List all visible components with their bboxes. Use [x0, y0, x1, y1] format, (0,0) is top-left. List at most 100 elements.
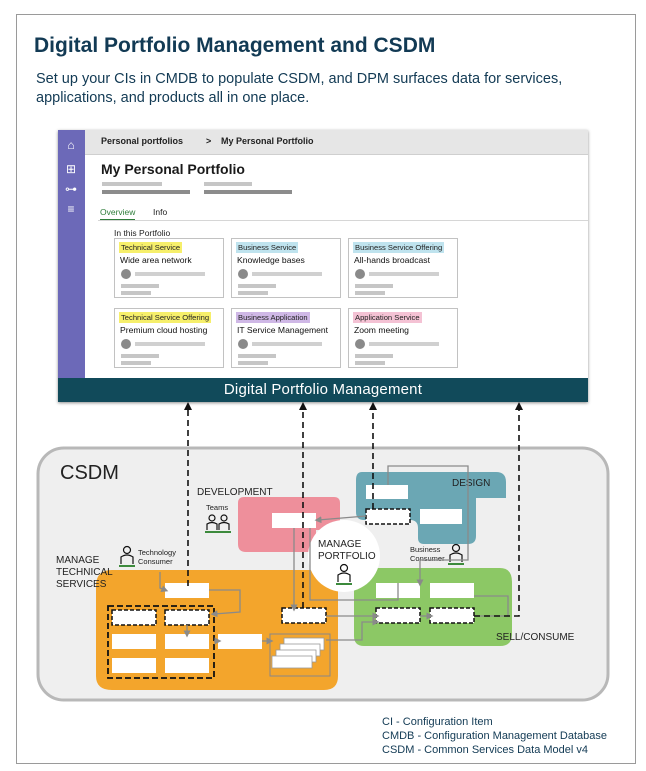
- tech-services-group: [107, 605, 215, 679]
- avatar-icon: [238, 339, 248, 349]
- tech-consumer-label-2: Consumer: [138, 557, 173, 566]
- cmdb-sheet: [271, 655, 313, 669]
- tech-ci-box: [165, 658, 209, 673]
- manage-label-1: MANAGE: [56, 555, 100, 566]
- placeholder-line: [121, 284, 159, 288]
- tech-ci-box: [165, 634, 209, 649]
- avatar-icon: [355, 339, 365, 349]
- section-label: In this Portfolio: [114, 228, 171, 238]
- business-consumer-icon: [448, 543, 464, 565]
- business-consumer-label-1: Business: [410, 545, 441, 554]
- placeholder-line: [238, 361, 268, 365]
- page-subtitle: Set up your CIs in CMDB to populate CSDM…: [36, 71, 563, 106]
- card-name: Knowledge bases: [237, 255, 305, 265]
- connector: [474, 595, 509, 617]
- teams-icon: [205, 514, 231, 533]
- card-tag: Technical Service Offering: [119, 312, 212, 323]
- tab-info[interactable]: Info: [153, 207, 168, 217]
- technology-consumer-icon: [119, 545, 135, 567]
- dpm-bar: Digital Portfolio Management: [58, 378, 588, 402]
- manage-label-2: TECHNICAL: [56, 567, 113, 578]
- manage-label-3: SERVICES: [56, 579, 107, 590]
- legend-cmdb: CMDB - Configuration Management Database: [382, 730, 608, 742]
- tab-divider: [98, 220, 588, 221]
- placeholder-line: [135, 342, 205, 346]
- tech-ci-box-dashed: [111, 609, 157, 626]
- breadcrumb-separator: >: [206, 136, 212, 146]
- connector: [387, 465, 469, 587]
- portfolio-title: My Personal Portfolio: [101, 161, 245, 177]
- placeholder-line: [355, 354, 393, 358]
- tech-ci-box: [165, 583, 209, 598]
- tech-ci-box-dashed: [164, 609, 210, 626]
- card-name: IT Service Management: [237, 325, 329, 335]
- tech-consumer-label-1: Technology: [138, 548, 176, 557]
- sell-consume-region: [354, 568, 512, 646]
- portfolio-card[interactable]: Business Application IT Service Manageme…: [231, 308, 341, 368]
- manage-portfolio-label-1: MANAGE: [318, 539, 362, 550]
- tech-ci-box: [218, 634, 262, 649]
- card-name: Wide area network: [120, 255, 192, 265]
- card-tag: Business Application: [236, 312, 310, 323]
- connector: [309, 528, 399, 601]
- home-icon[interactable]: ⌂: [67, 138, 75, 152]
- manage-portfolio-circle: [308, 520, 380, 592]
- placeholder-line: [252, 272, 322, 276]
- placeholder-line: [135, 272, 205, 276]
- sell-ci-box-dashed: [375, 607, 421, 624]
- sell-ci-box: [430, 583, 474, 598]
- card-name: Zoom meeting: [354, 325, 409, 335]
- connector: [314, 515, 367, 524]
- placeholder-line: [238, 291, 268, 295]
- portfolio-ci-box-dashed: [281, 607, 327, 624]
- avatar-icon: [121, 269, 131, 279]
- sell-consume-label: SELL/CONSUME: [496, 632, 575, 643]
- placeholder-line: [121, 361, 151, 365]
- avatar-icon: [121, 339, 131, 349]
- placeholder-line: [102, 190, 190, 194]
- portfolio-card[interactable]: Business Service Knowledge bases: [231, 238, 341, 298]
- portfolio-card[interactable]: Technical Service Offering Premium cloud…: [114, 308, 224, 368]
- placeholder-line: [369, 272, 439, 276]
- tech-ci-box: [112, 634, 156, 649]
- breadcrumb-current: My Personal Portfolio: [221, 136, 314, 146]
- placeholder-line: [204, 182, 252, 186]
- manage-portfolio-label-2: PORTFOLIO: [318, 551, 376, 562]
- placeholder-line: [369, 342, 439, 346]
- portfolio-card[interactable]: Business Service Offering All-hands broa…: [348, 238, 458, 298]
- placeholder-line: [238, 354, 276, 358]
- design-ci-box: [420, 509, 462, 524]
- avatar-icon: [355, 269, 365, 279]
- development-ci-box: [272, 513, 316, 528]
- tech-ci-box: [112, 658, 156, 673]
- placeholder-line: [102, 182, 162, 186]
- avatar-icon: [238, 269, 248, 279]
- portfolio-card[interactable]: Application Service Zoom meeting: [348, 308, 458, 368]
- cmdb-stack-frame: [269, 633, 331, 677]
- breadcrumb-first[interactable]: Personal portfolios: [101, 136, 184, 146]
- hierarchy-icon[interactable]: ⊶: [65, 182, 77, 196]
- connector: [209, 589, 241, 618]
- placeholder-line: [204, 190, 292, 194]
- card-tag: Application Service: [353, 312, 422, 323]
- development-label: DEVELOPMENT: [197, 487, 273, 498]
- apps-grid-icon[interactable]: ⊞: [65, 162, 77, 176]
- design-ci-box: [366, 485, 408, 499]
- legend-ci: CI - Configuration Item: [382, 716, 493, 728]
- placeholder-line: [355, 291, 385, 295]
- placeholder-line: [355, 361, 385, 365]
- connector: [326, 618, 380, 641]
- card-name: All-hands broadcast: [354, 255, 430, 265]
- nav-rail: ⌂ ⊞ ⊶ ≡: [58, 130, 85, 378]
- list-icon[interactable]: ≡: [67, 202, 75, 216]
- placeholder-line: [252, 342, 322, 346]
- card-tag: Technical Service: [119, 242, 183, 253]
- legend-csdm: CSDM - Common Services Data Model v4: [382, 744, 589, 756]
- portfolio-screenshot: ⌂ ⊞ ⊶ ≡ Personal portfolios > My Persona…: [58, 130, 588, 402]
- card-name: Premium cloud hosting: [120, 325, 208, 335]
- card-tag: Business Service: [236, 242, 299, 253]
- breadcrumb: Personal portfolios > My Personal Portfo…: [85, 130, 588, 155]
- dpm-link-arrow: [474, 402, 523, 617]
- portfolio-card[interactable]: Technical Service Wide area network: [114, 238, 224, 298]
